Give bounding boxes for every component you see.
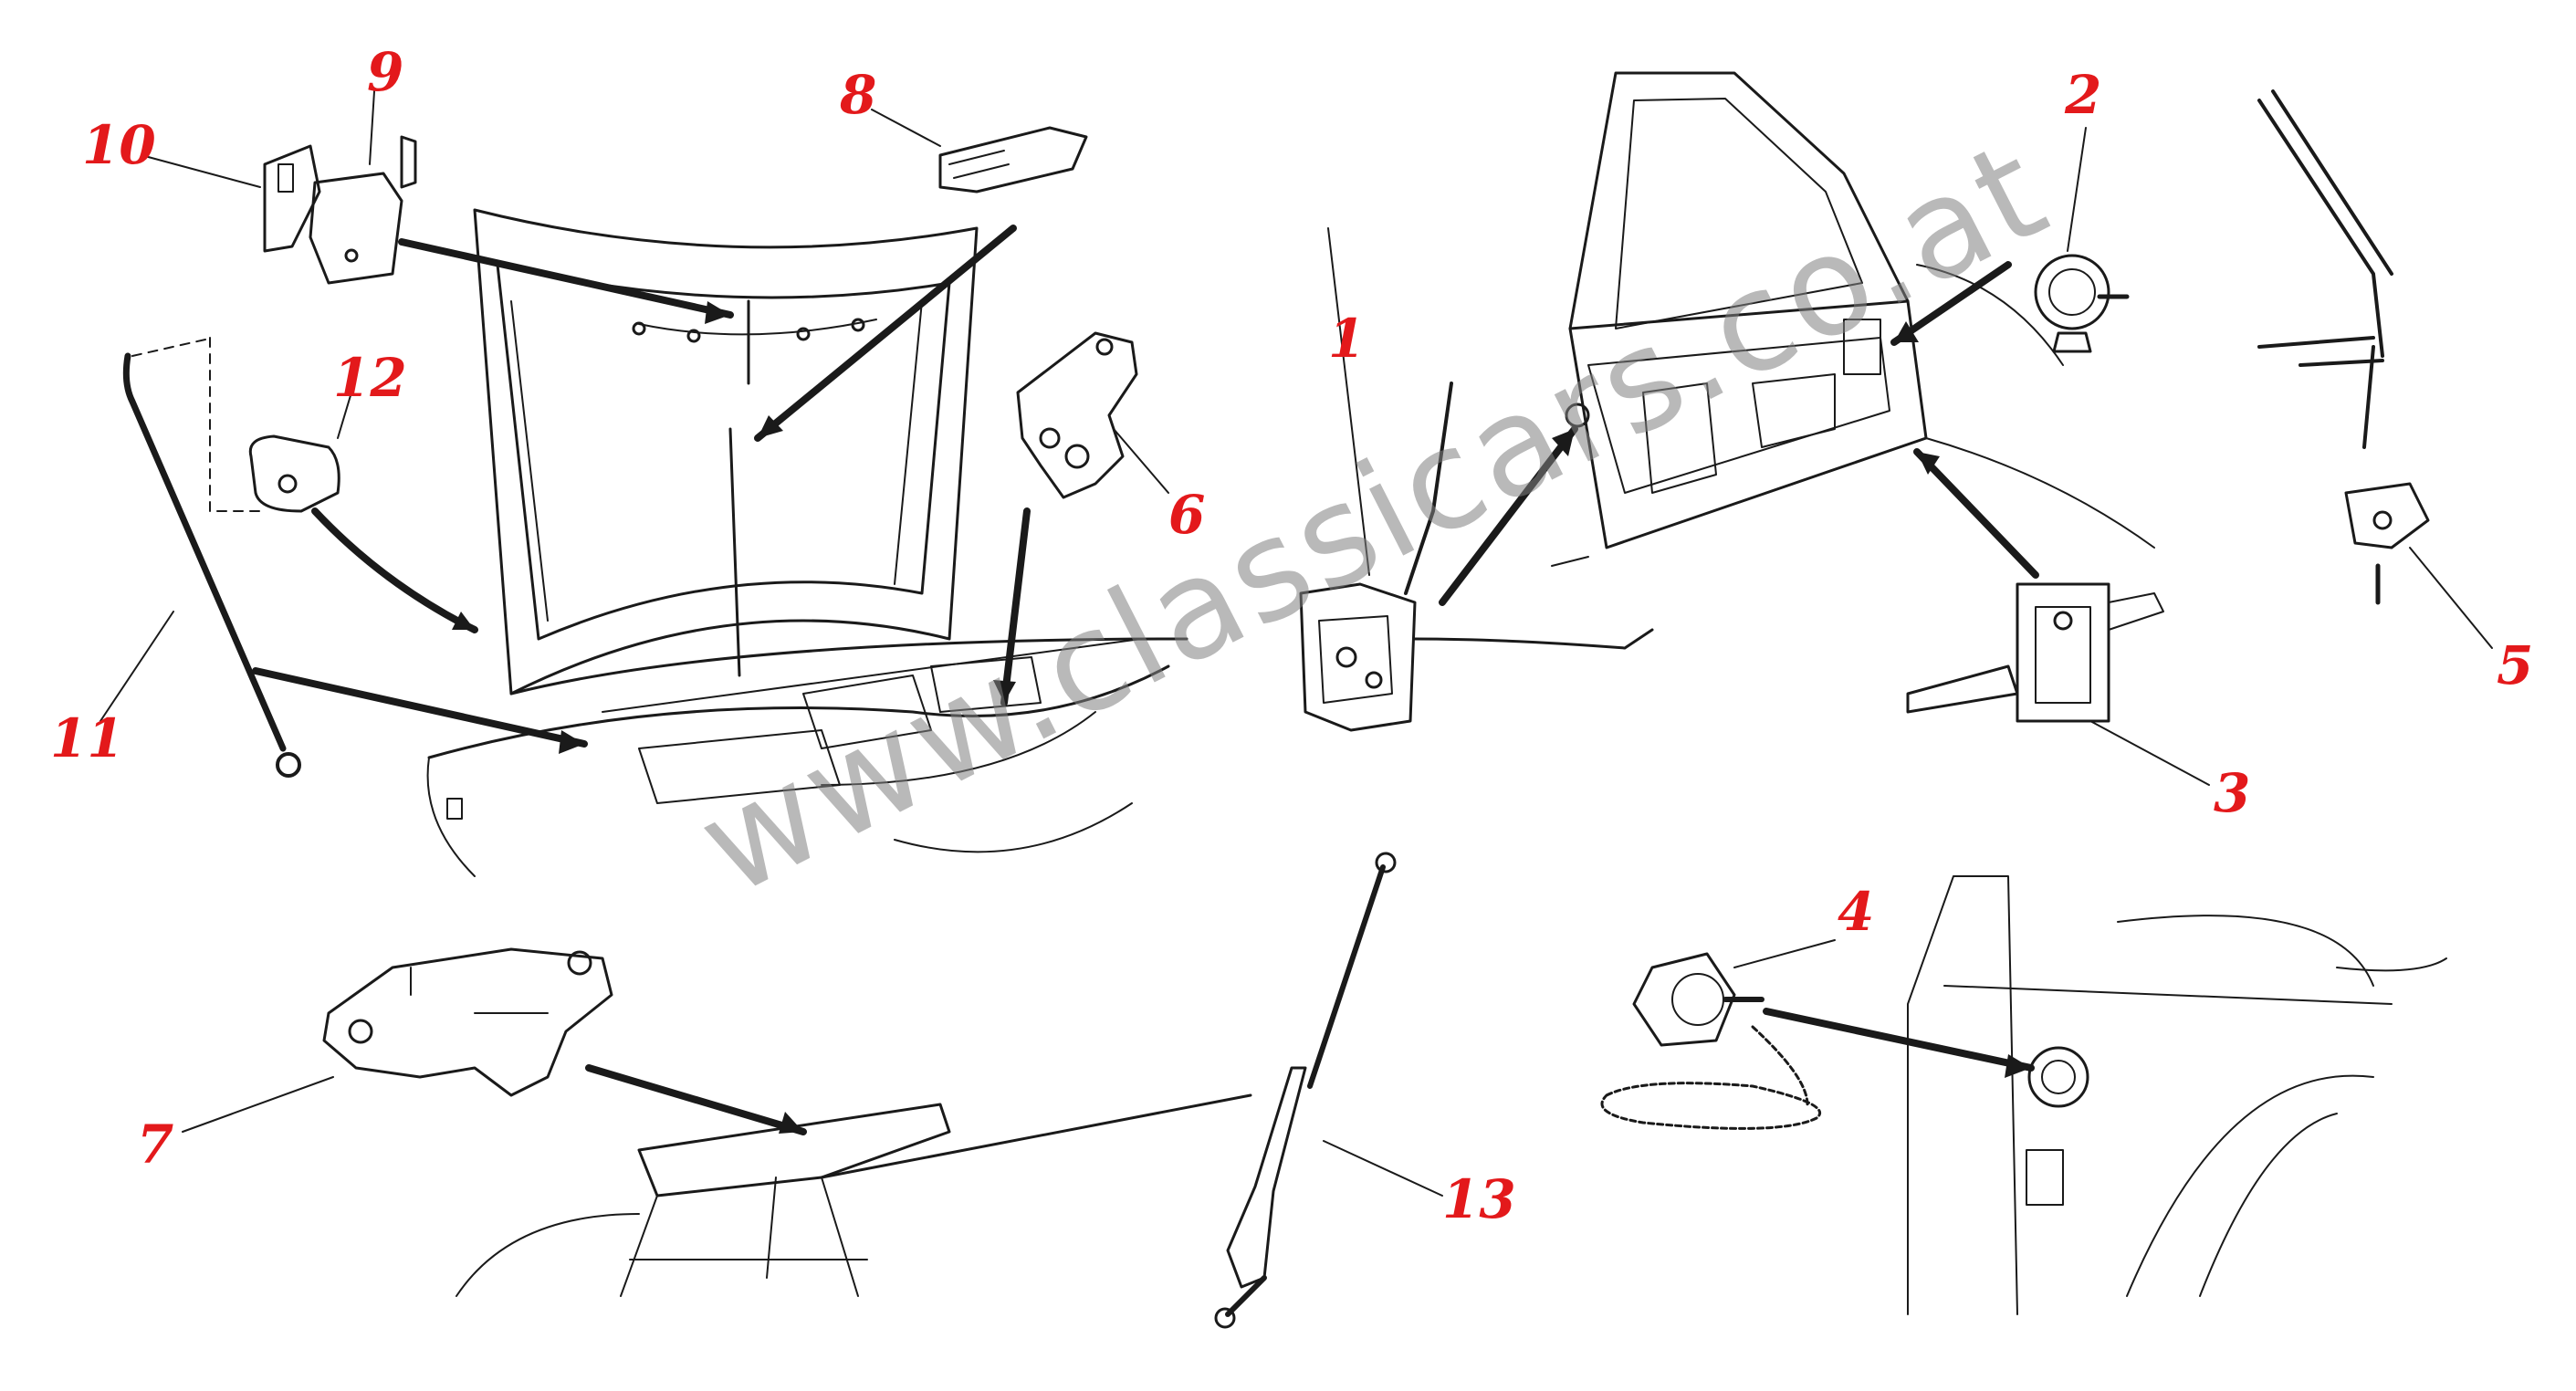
quarter-panel	[1907, 875, 2447, 1315]
bonnet-assembly	[426, 208, 1189, 877]
part-10-hinge-plate	[141, 144, 321, 253]
bonnet-arrowheads	[452, 301, 1016, 754]
part-3-door-handle	[1906, 582, 2210, 786]
boot-arrows	[585, 1064, 807, 1135]
part-8-bracket	[871, 109, 1088, 193]
part-13-gas-strut	[1214, 852, 1443, 1329]
part-7-boot-latch	[182, 947, 613, 1133]
part-12-buffer	[209, 337, 352, 513]
callout-10: 10	[82, 114, 156, 176]
door-arrows	[1439, 261, 2039, 606]
callout-4: 4	[1838, 881, 1875, 943]
door-arrowheads	[1552, 321, 1940, 475]
bonnet-arrows	[252, 225, 1031, 748]
part-9-hinge	[309, 90, 417, 285]
part-1-door-lock	[1299, 227, 1654, 732]
callout-2: 2	[2065, 64, 2102, 126]
door-assembly	[1551, 71, 2155, 567]
fuel-arrowheads	[2005, 1054, 2031, 1078]
part-4-mechanism	[1600, 939, 1836, 1130]
boot-lid	[456, 1103, 951, 1297]
callout-11: 11	[50, 707, 124, 769]
callout-8: 8	[840, 64, 877, 126]
callout-3: 3	[2214, 762, 2251, 824]
part-11-stay-rod	[99, 339, 301, 778]
part-2-gear	[2034, 127, 2130, 353]
callout-5: 5	[2497, 634, 2534, 696]
callout-9: 9	[367, 41, 404, 103]
part-6-latch	[1016, 331, 1169, 499]
callout-1: 1	[1328, 308, 1366, 370]
callout-6: 6	[1168, 484, 1206, 546]
strut-leader-line	[820, 1093, 1252, 1179]
callout-7: 7	[137, 1114, 174, 1176]
part-5-quarter-vent	[2257, 89, 2493, 649]
callout-13: 13	[1442, 1168, 1516, 1230]
boot-arrowheads	[779, 1112, 803, 1134]
callout-12: 12	[333, 347, 407, 409]
fuel-arrows	[1763, 1008, 2035, 1072]
